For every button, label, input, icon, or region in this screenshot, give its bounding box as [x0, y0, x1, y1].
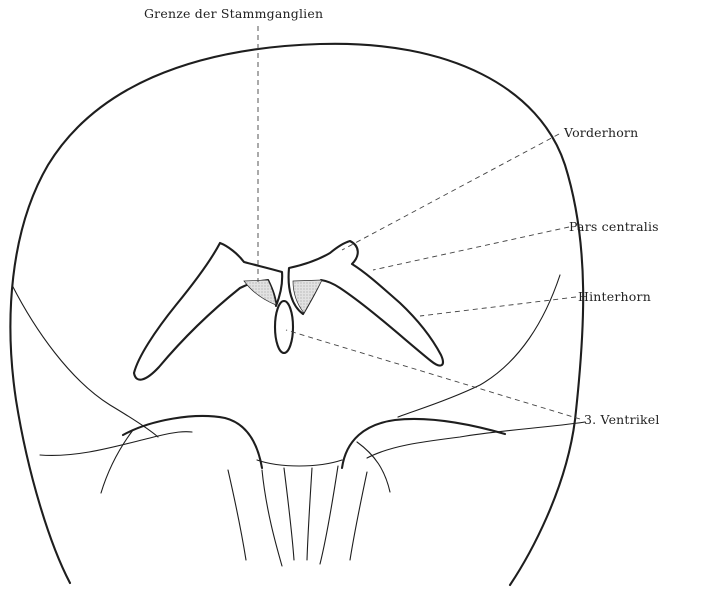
label-grenze-der-stammganglien: Grenze der Stammganglien — [144, 6, 323, 21]
left-cerebellar-fold — [228, 470, 246, 560]
right-lateral-ventricle — [289, 241, 443, 366]
right-cerebellar-fold — [350, 472, 367, 560]
right-inner-curve — [357, 442, 390, 492]
label-pars-centralis: Pars centralis — [569, 219, 659, 234]
left-lateral-ventricle — [134, 243, 282, 380]
left-stipple — [244, 280, 276, 305]
third-ventricle — [275, 301, 293, 353]
right-temporal-contour — [398, 275, 560, 417]
right-basal-lobe — [342, 419, 505, 468]
leader-pars-centralis — [373, 227, 569, 270]
left-temporal-contour — [12, 285, 158, 437]
brainstem-fold-2 — [284, 468, 294, 560]
label-vorderhorn: Vorderhorn — [563, 125, 638, 140]
label-3-ventrikel: 3. Ventrikel — [584, 412, 660, 427]
skull-outline — [10, 44, 583, 585]
brainstem-fold-3 — [307, 468, 312, 560]
brainstem-fold-4 — [320, 466, 338, 564]
leader-vorderhorn — [342, 134, 559, 250]
label-hinterhorn: Hinterhorn — [578, 289, 651, 304]
brainstem-fold-1 — [262, 470, 282, 566]
left-inner-curve — [101, 430, 133, 493]
leader-hinterhorn — [420, 297, 576, 316]
left-basal-lobe — [123, 416, 262, 468]
left-base-contour — [40, 432, 192, 456]
brainstem-top — [257, 460, 342, 466]
